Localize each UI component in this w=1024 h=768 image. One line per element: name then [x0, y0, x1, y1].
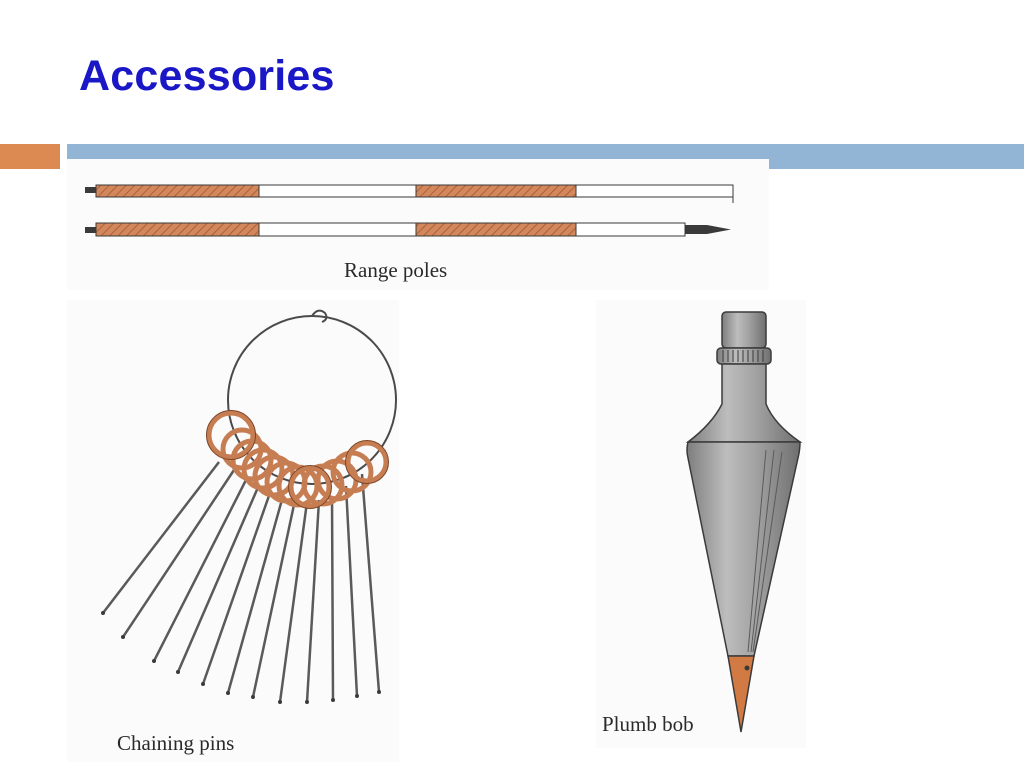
title-divider-rule-lower [769, 159, 1024, 169]
title-divider-rule [67, 144, 1024, 160]
chaining-pins-caption: Chaining pins [117, 731, 235, 755]
slide-title: Accessories [79, 52, 335, 100]
pin-shafts [102, 461, 381, 703]
plumb-bob-cap [721, 311, 767, 349]
chaining-pins-illustration [101, 309, 397, 704]
pin-tips [101, 611, 381, 704]
plumb-bob-shoulder [685, 363, 803, 443]
chaining-pins-figure: Chaining pins [67, 300, 399, 762]
plumb-bob-figure: Plumb bob [596, 300, 806, 748]
carrying-ring [227, 315, 397, 485]
plumb-bob-illustration [685, 311, 803, 733]
plumb-bob-caption: Plumb bob [602, 712, 694, 736]
title-accent-block [0, 144, 60, 169]
range-poles-illustration [85, 184, 734, 237]
range-pole-bottom [85, 222, 731, 237]
plumb-bob-body [686, 441, 801, 657]
range-pole-top [85, 184, 734, 203]
range-poles-caption: Range poles [344, 258, 448, 282]
plumb-bob-tip [727, 655, 755, 733]
range-poles-figure: Range poles [67, 159, 769, 290]
pin-loop-outlines [206, 410, 389, 509]
